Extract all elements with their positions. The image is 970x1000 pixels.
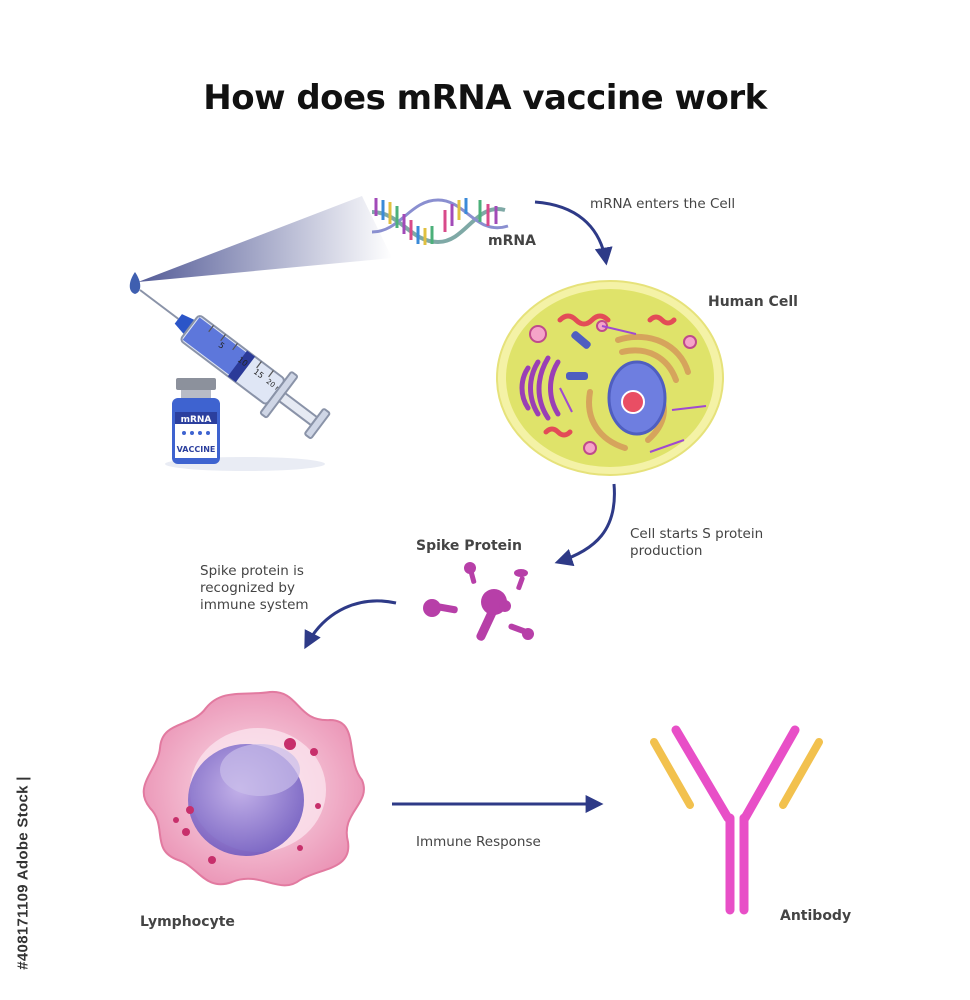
vaccine-vial-icon: mRNA VACCINE: [165, 378, 325, 471]
watermark-text: #408171109 Adobe Stock |: [14, 776, 32, 970]
label-immune-response: Immune Response: [416, 834, 541, 850]
label-cell-starts-production: Cell starts S protein production: [630, 526, 763, 560]
arrow-spike-to-lymphocyte: [304, 599, 397, 650]
projection-beam: [138, 196, 392, 282]
label-recognized-line1: Spike protein is: [200, 563, 304, 579]
human-cell-icon: [496, 280, 724, 476]
svg-text:5: 5: [217, 341, 226, 351]
arrow-cell-to-spike: [554, 483, 616, 567]
label-recognized-line3: immune system: [200, 597, 309, 613]
stock-watermark: #408171109 Adobe Stock |: [10, 768, 36, 978]
label-spike-protein: Spike Protein: [416, 538, 522, 554]
lymphocyte-icon: [142, 690, 365, 887]
mrna-strand-icon: [371, 198, 509, 245]
label-recognized-line2: recognized by: [200, 580, 295, 596]
label-recognized-by-immune: Spike protein is recognized by immune sy…: [200, 563, 309, 614]
spike-protein-icon: [423, 562, 534, 641]
label-mrna-enters-cell: mRNA enters the Cell: [590, 196, 736, 212]
page-title: How does mRNA vaccine work: [203, 78, 767, 118]
droplet-icon: [129, 272, 141, 294]
label-cell-starts-line1: Cell starts S protein: [630, 526, 764, 542]
label-lymphocyte: Lymphocyte: [140, 914, 235, 930]
svg-text:VACCINE: VACCINE: [177, 445, 216, 454]
label-cell-starts-line2: production: [630, 543, 703, 559]
antibody-icon: [650, 725, 823, 915]
label-mrna: mRNA: [488, 233, 536, 249]
label-human-cell: Human Cell: [708, 294, 798, 310]
label-antibody: Antibody: [780, 908, 852, 924]
svg-text:mRNA: mRNA: [181, 415, 212, 425]
arrow-mrna-to-cell: [534, 200, 613, 266]
syringe-icon: 5 10 15 20 ml: [139, 289, 331, 439]
